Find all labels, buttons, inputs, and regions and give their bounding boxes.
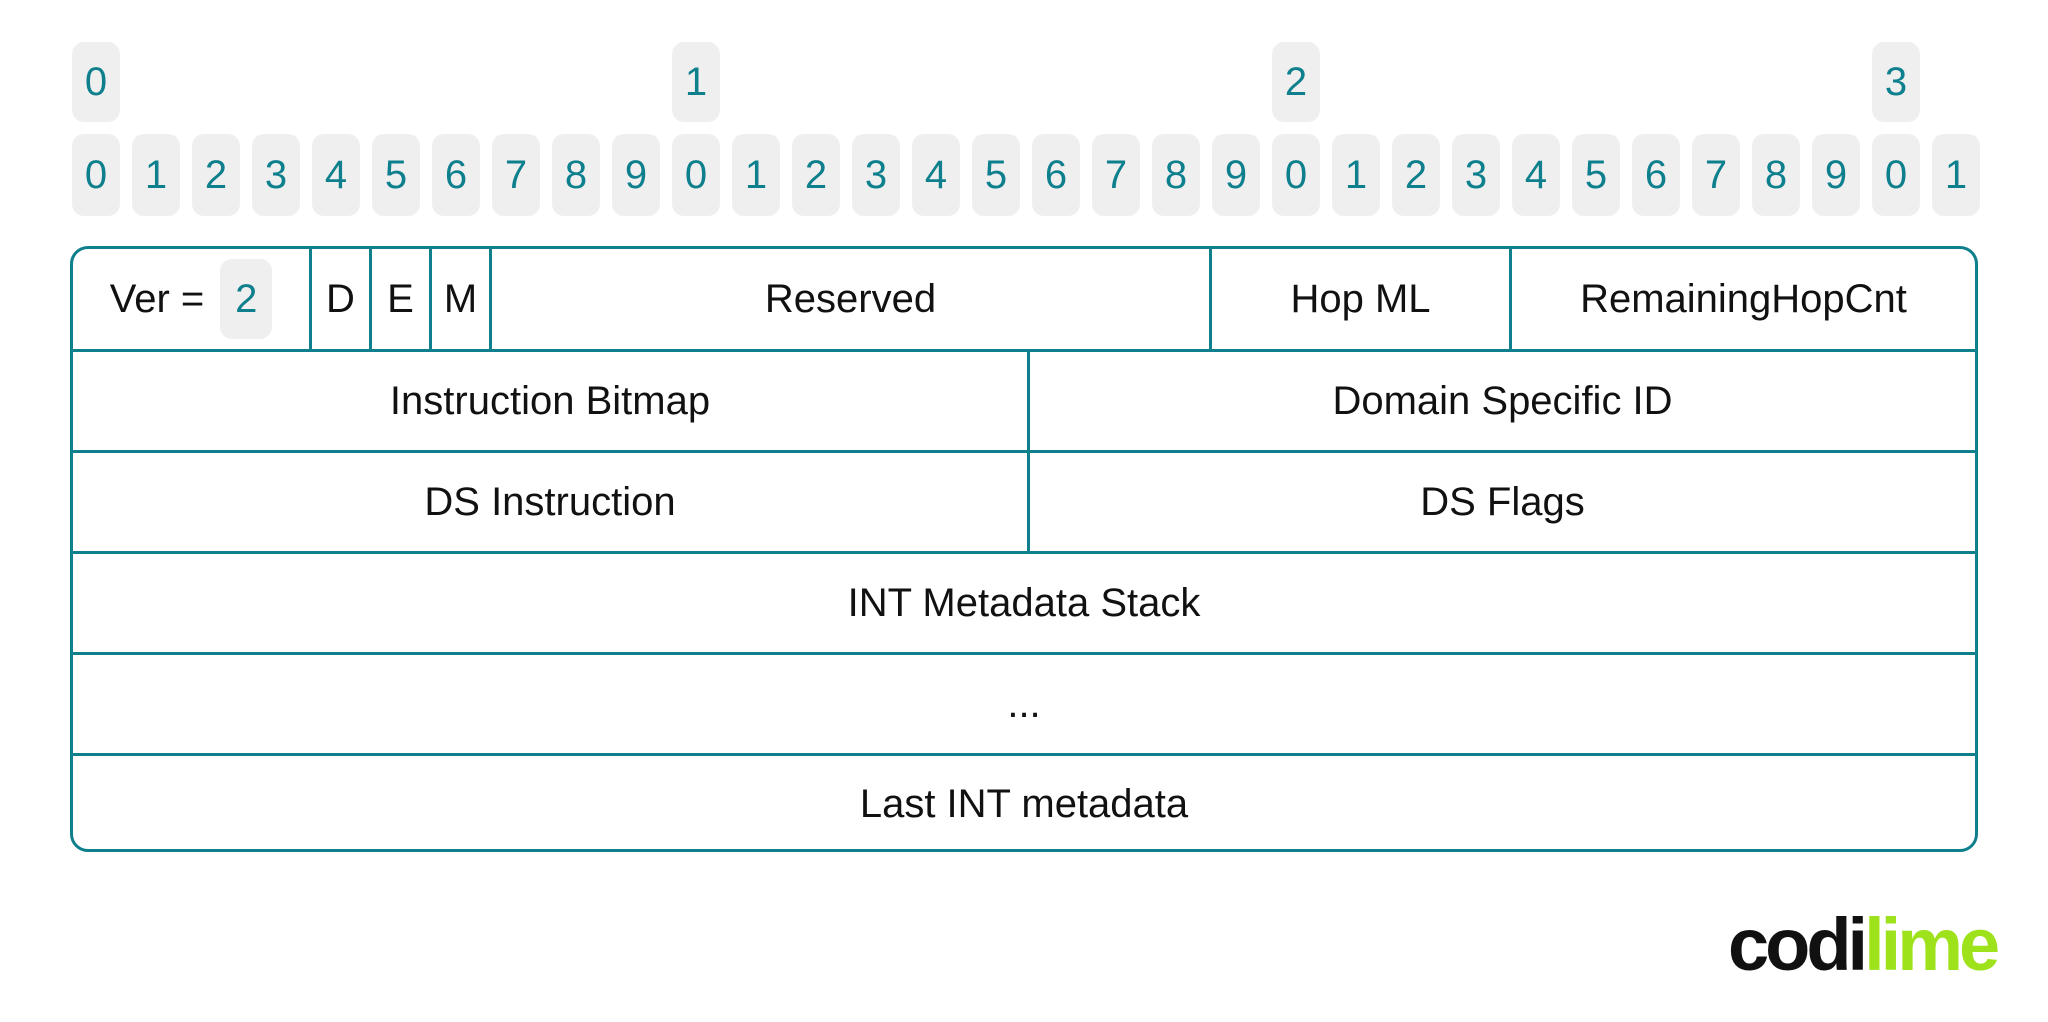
bit-ones-label: 6 — [1032, 134, 1080, 216]
d-field: D — [309, 249, 369, 349]
svg-text:codilime: codilime — [1728, 903, 1998, 986]
instruction-bitmap-field: Instruction Bitmap — [389, 378, 711, 423]
bit-ones-label: 7 — [492, 134, 540, 216]
bit-tens-label: 0 — [72, 42, 120, 122]
bit-ones-label: 1 — [732, 134, 780, 216]
bit-tens-label: 1 — [672, 42, 720, 122]
bit-ones-label: 1 — [1932, 134, 1980, 216]
bit-ones-label: 2 — [1392, 134, 1440, 216]
bit-tens-row: 0 1 2 3 — [0, 42, 2048, 122]
hop-ml-field: Hop ML — [1209, 249, 1509, 349]
bit-ones-row: 0 1 2 3 4 5 6 7 8 9 0 1 2 3 4 5 6 7 8 9 … — [0, 134, 2048, 216]
bit-ones-label: 3 — [1452, 134, 1500, 216]
bit-ones-label: 4 — [312, 134, 360, 216]
bit-ones-label: 9 — [1212, 134, 1260, 216]
int-header-diagram: Ver = 2 D E M Reserved Hop ML RemainingH… — [70, 246, 1978, 852]
bit-ones-label: 2 — [792, 134, 840, 216]
bit-ones-label: 6 — [1632, 134, 1680, 216]
bit-tens-label: 3 — [1872, 42, 1920, 122]
bit-ones-label: 8 — [552, 134, 600, 216]
header-row: Ver = 2 D E M Reserved Hop ML RemainingH… — [73, 249, 1975, 349]
bit-ones-label: 8 — [1152, 134, 1200, 216]
bit-ones-label: 5 — [1572, 134, 1620, 216]
last-metadata-row: Last INT metadata — [73, 753, 1975, 849]
bit-ones-label: 0 — [72, 134, 120, 216]
bit-ones-label: 3 — [252, 134, 300, 216]
bit-tens-label: 2 — [1272, 42, 1320, 122]
ds-flags-field: DS Flags — [1027, 453, 1975, 551]
bit-ones-label: 0 — [1872, 134, 1920, 216]
bit-ones-label: 7 — [1692, 134, 1740, 216]
reserved-field: Reserved — [489, 249, 1209, 349]
bit-ones-label: 4 — [1512, 134, 1560, 216]
remaining-hop-cnt-field: RemainingHopCnt — [1509, 249, 1975, 349]
bit-ones-label: 5 — [972, 134, 1020, 216]
bit-ones-label: 0 — [1272, 134, 1320, 216]
bit-ones-label: 9 — [1812, 134, 1860, 216]
bit-ones-label: 9 — [612, 134, 660, 216]
bit-ones-label: 6 — [432, 134, 480, 216]
bit-ones-label: 1 — [1332, 134, 1380, 216]
ver-field: Ver = 2 — [73, 249, 309, 349]
codilime-logo: codilime — [1728, 892, 2002, 992]
ellipsis-row: ... — [73, 652, 1975, 753]
logo-text-accent: lime — [1864, 903, 1998, 986]
bit-ones-label: 4 — [912, 134, 960, 216]
ellipsis-field: ... — [1007, 681, 1041, 726]
bit-ones-label: 5 — [372, 134, 420, 216]
bit-ones-label: 0 — [672, 134, 720, 216]
bit-ones-label: 1 — [132, 134, 180, 216]
ver-label: Ver = — [109, 276, 205, 321]
bit-ones-label: 7 — [1092, 134, 1140, 216]
logo-text-dark: codi — [1728, 903, 1864, 986]
ver-value: 2 — [220, 259, 273, 339]
m-field: M — [429, 249, 489, 349]
bit-ones-label: 3 — [852, 134, 900, 216]
domain-specific-id-field: Domain Specific ID — [1027, 352, 1975, 450]
last-int-metadata-field: Last INT metadata — [859, 781, 1189, 826]
metadata-stack-row: INT Metadata Stack — [73, 551, 1975, 652]
ds-row: DS Instruction DS Flags — [73, 450, 1975, 551]
ds-instruction-field: DS Instruction — [424, 479, 676, 524]
instruction-row: Instruction Bitmap Domain Specific ID — [73, 349, 1975, 450]
bit-ones-label: 2 — [192, 134, 240, 216]
int-metadata-stack-field: INT Metadata Stack — [847, 580, 1201, 625]
e-field: E — [369, 249, 429, 349]
bit-ones-label: 8 — [1752, 134, 1800, 216]
